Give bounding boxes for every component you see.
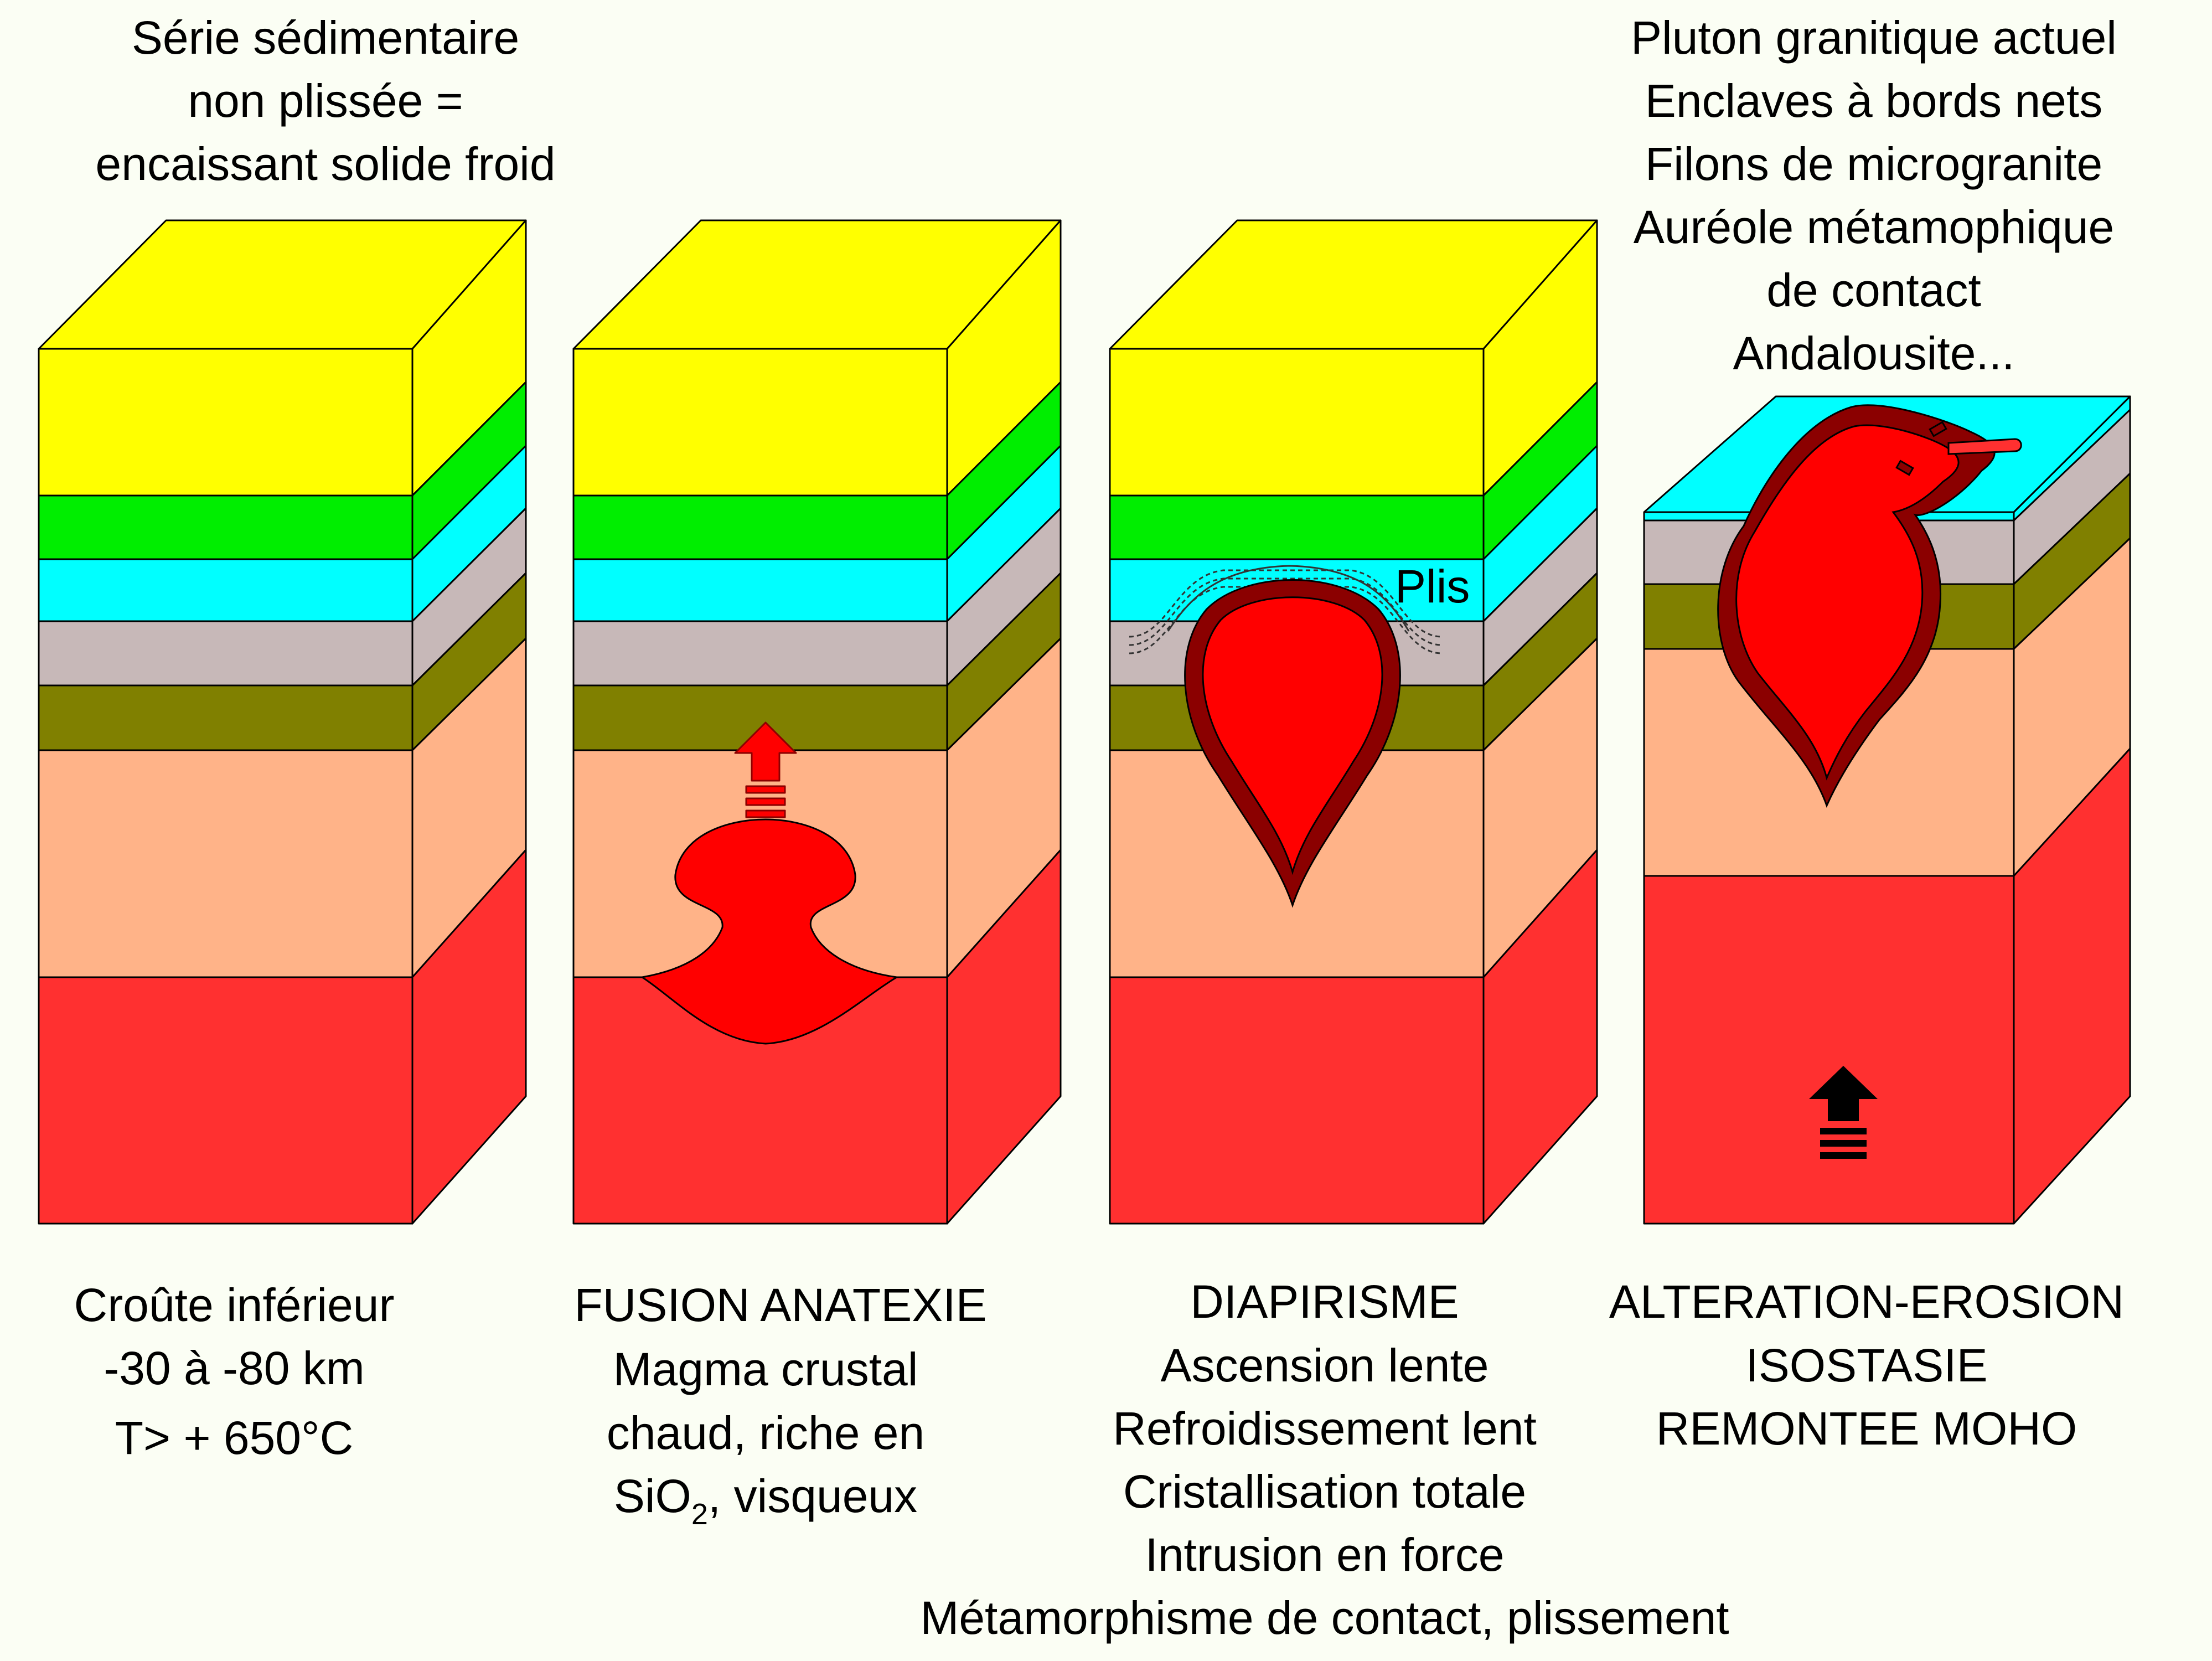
caption-line: chaud, riche en xyxy=(607,1407,924,1459)
front-green xyxy=(1109,494,1485,560)
front-cyan xyxy=(572,558,948,622)
diapir-core xyxy=(1202,596,1383,875)
caption-line: Croûte inférieur xyxy=(74,1279,395,1331)
diapir xyxy=(1184,579,1401,908)
caption-line: Ascension lente xyxy=(1160,1339,1489,1391)
front-yellow xyxy=(572,348,948,497)
black-upward-arrow-icon xyxy=(1809,1066,1878,1159)
caption-line: Intrusion en force xyxy=(1145,1529,1504,1581)
caption-line: Pluton granitique actuel xyxy=(1631,12,2117,64)
caption-line: Refroidissement lent xyxy=(1113,1402,1537,1454)
pluton xyxy=(1717,404,2022,808)
side-red xyxy=(2013,747,2131,1225)
side-red xyxy=(1482,849,1598,1225)
block-panel-1 xyxy=(38,219,527,1225)
caption-line: T> + 650°C xyxy=(115,1412,354,1464)
side-red xyxy=(411,849,527,1225)
side-red xyxy=(946,849,1062,1225)
caption-line: Enclaves à bords nets xyxy=(1645,75,2102,127)
front-red xyxy=(38,976,414,1225)
caption-line: de contact xyxy=(1766,264,1981,316)
caption-panel4-bottom: ALTERATION-EROSION ISOSTASIE REMONTEE MO… xyxy=(1609,1276,2124,1454)
caption-line: -30 à -80 km xyxy=(104,1342,365,1394)
front-green xyxy=(38,494,414,560)
block-panel-2 xyxy=(572,219,1062,1225)
microgranite-dyke xyxy=(1947,438,2022,455)
caption-line: DIAPIRISME xyxy=(1190,1276,1459,1328)
caption-line: FUSION ANATEXIE xyxy=(574,1279,986,1331)
front-olive xyxy=(38,684,414,751)
caption-panel1-top: Série sédimentaire non plissée = encaiss… xyxy=(95,12,555,190)
caption-line: REMONTEE MOHO xyxy=(1656,1402,2077,1454)
caption-line-sio2: SiO2, visqueux xyxy=(614,1470,917,1531)
caption-line: Cristallisation totale xyxy=(1123,1466,1526,1518)
caption-panel4-top: Pluton granitique actuel Enclaves à bord… xyxy=(1631,12,2117,379)
front-grey xyxy=(572,620,948,687)
front-red xyxy=(1643,875,2015,1225)
enclave xyxy=(1895,460,1914,476)
caption-line: Filons de microgranite xyxy=(1645,138,2102,190)
caption-panel3-bottom: DIAPIRISME Ascension lente Refroidisseme… xyxy=(920,1276,1729,1644)
enclave xyxy=(1929,421,1947,437)
red-upward-arrow-icon xyxy=(734,721,797,818)
caption-panel2-bottom: FUSION ANATEXIE Magma crustal chaud, ric… xyxy=(574,1279,986,1531)
anatexis-magma xyxy=(641,818,898,1045)
caption-line: Andalousite... xyxy=(1733,327,2014,379)
caption-line: non plissée = xyxy=(188,75,463,127)
front-cyan xyxy=(38,558,414,622)
front-green xyxy=(572,494,948,560)
front-yellow xyxy=(38,348,414,497)
fold-label: Plis xyxy=(1395,560,1470,612)
caption-line: Métamorphisme de contact, plissement xyxy=(920,1592,1729,1644)
caption-line: encaissant solide froid xyxy=(95,138,555,190)
front-red xyxy=(1109,976,1485,1225)
caption-line: ALTERATION-EROSION xyxy=(1609,1276,2124,1328)
caption-line: ISOSTASIE xyxy=(1745,1339,1987,1391)
caption-line: Auréole métamophique xyxy=(1634,201,2115,253)
caption-line: Magma crustal xyxy=(613,1343,918,1395)
front-yellow xyxy=(1109,348,1485,497)
caption-line: Série sédimentaire xyxy=(132,12,519,64)
front-grey xyxy=(38,620,414,687)
front-tan xyxy=(38,749,414,978)
caption-panel1-bottom: Croûte inférieur -30 à -80 km T> + 650°C xyxy=(74,1279,395,1464)
